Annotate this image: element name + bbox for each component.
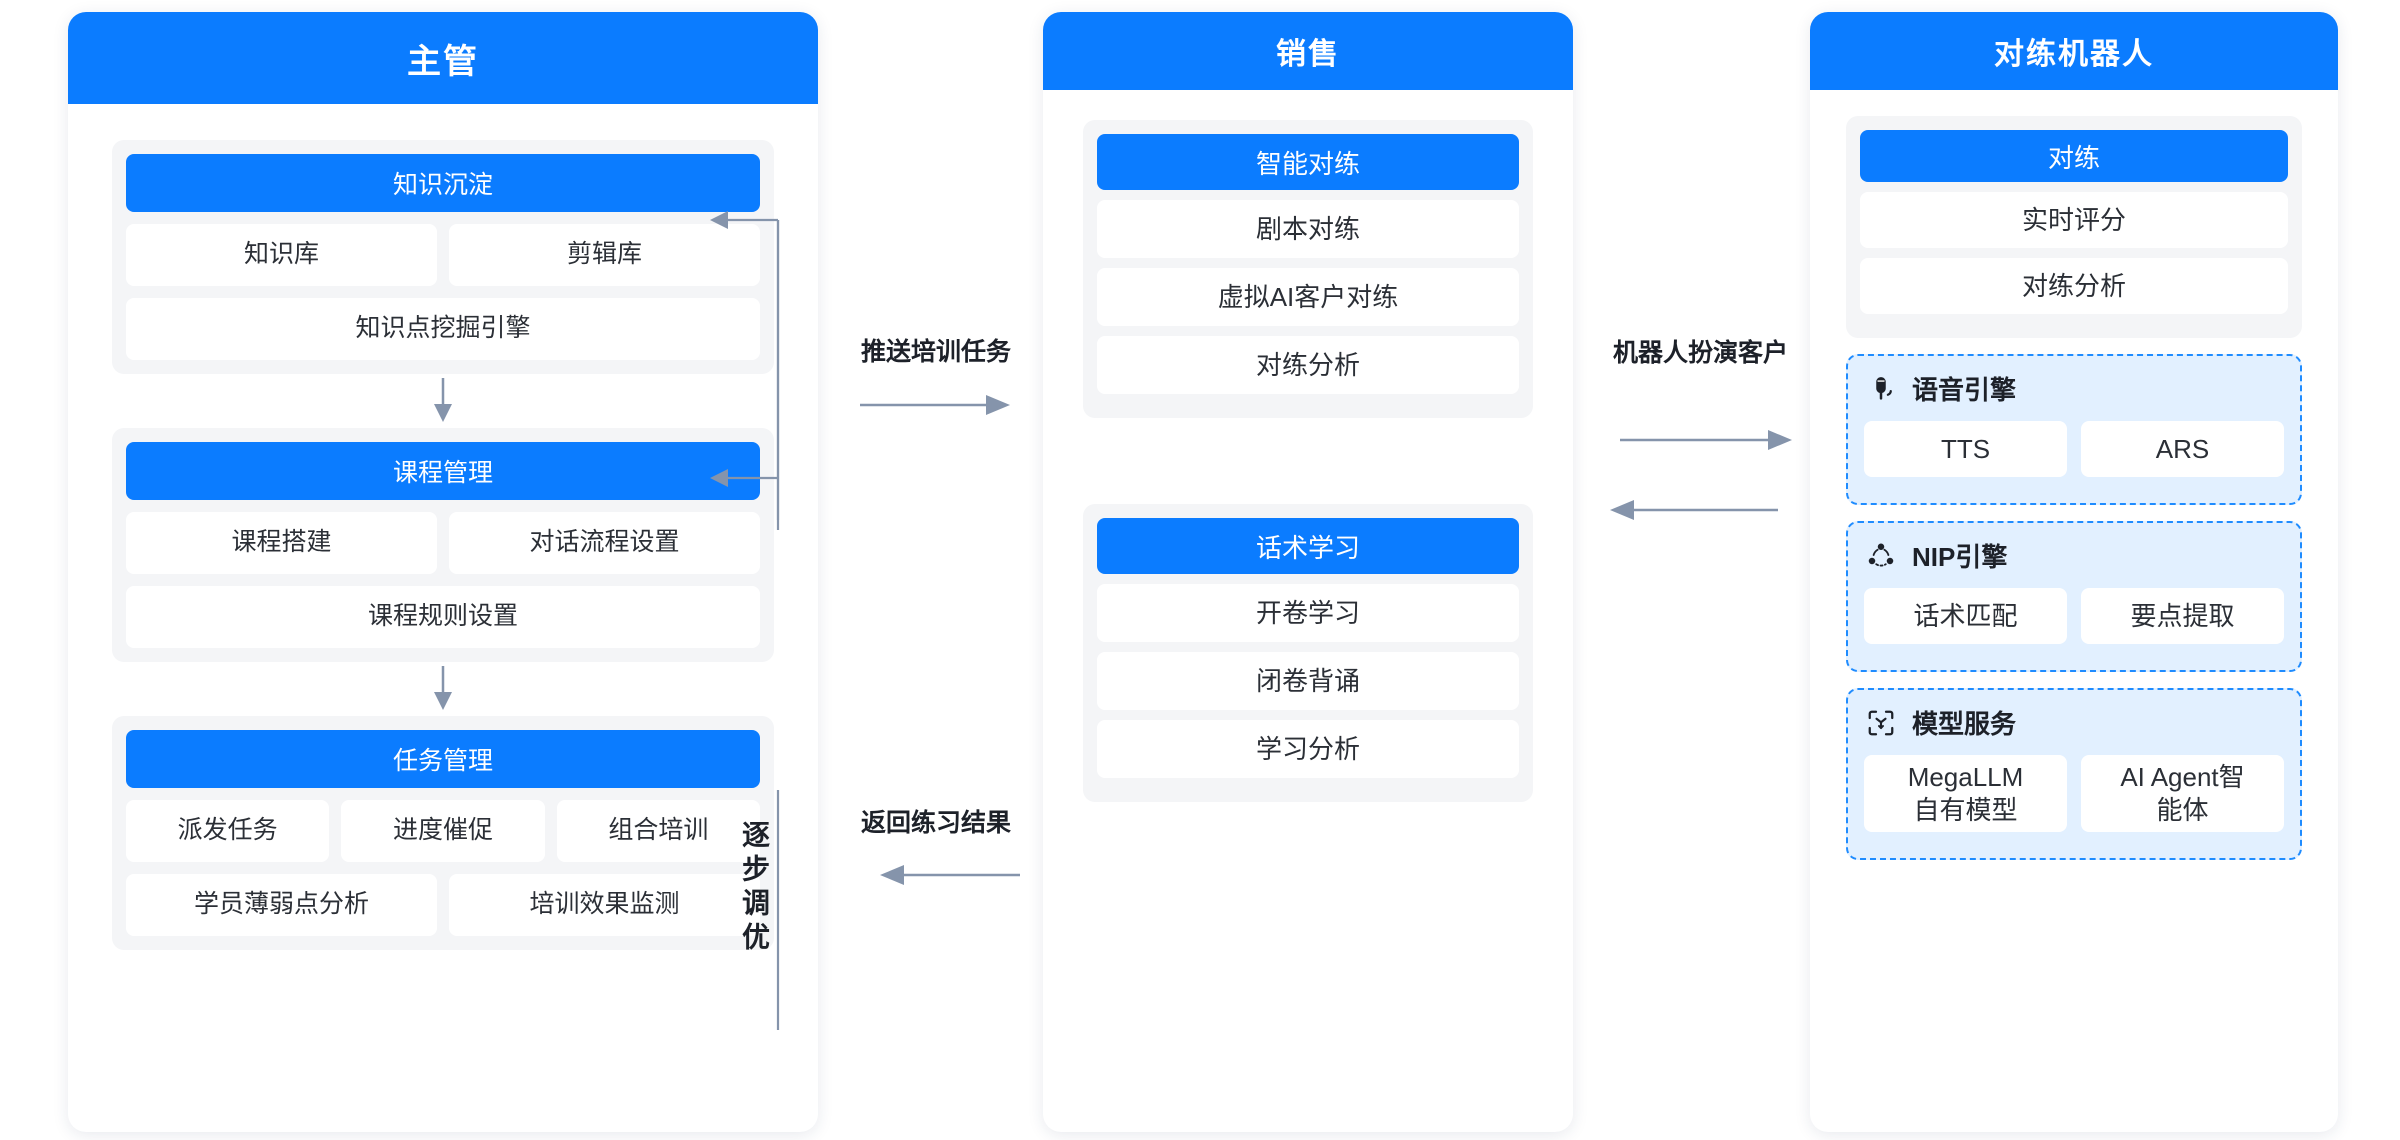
chip-course-rule-settings[interactable]: 课程规则设置	[126, 586, 760, 648]
engine-voice: 语音引擎 TTS ARS	[1846, 354, 2302, 505]
engine-nip-label: NIP引擎	[1912, 542, 2008, 572]
chip-clip-library[interactable]: 剪辑库	[449, 224, 760, 286]
chip-row: 开卷学习	[1097, 584, 1519, 642]
chip-trainee-weakness-analysis[interactable]: 学员薄弱点分析	[126, 874, 437, 936]
group-title-task-management[interactable]: 任务管理	[126, 730, 760, 788]
engine-nip-header: NIP引擎	[1864, 537, 2284, 574]
panel-supervisor-body: 知识沉淀 知识库 剪辑库 知识点挖掘引擎 课程管理 课程搭建	[68, 104, 818, 990]
chip-open-book-learning[interactable]: 开卷学习	[1097, 584, 1519, 642]
chip-row: 话术匹配 要点提取	[1864, 588, 2284, 644]
panel-sales-title: 销售	[1043, 12, 1573, 90]
panel-supervisor-title: 主管	[68, 12, 818, 104]
chip-roleplay-analysis[interactable]: 对练分析	[1860, 258, 2288, 314]
group-roleplay: 对练 实时评分 对练分析	[1846, 116, 2302, 338]
group-smart-roleplay: 智能对练 剧本对练 虚拟AI客户对练 对练分析	[1083, 120, 1533, 418]
group-title-script-learning[interactable]: 话术学习	[1097, 518, 1519, 574]
chip-combined-training[interactable]: 组合培训	[556, 800, 760, 862]
engine-model-service-header: 模型服务	[1864, 704, 2284, 741]
chip-training-effect-monitoring[interactable]: 培训效果监测	[449, 874, 760, 936]
group-title-knowledge-precipitation[interactable]: 知识沉淀	[126, 154, 760, 212]
chip-row: 知识点挖掘引擎	[126, 298, 760, 360]
group-task-management: 任务管理 派发任务 进度催促 组合培训 学员薄弱点分析 培训效果监测	[112, 716, 774, 950]
feedback-bracket	[710, 211, 780, 1030]
chip-ars[interactable]: ARS	[2081, 421, 2284, 477]
chip-row: 课程搭建 对话流程设置	[126, 512, 760, 574]
chip-dialog-flow-settings[interactable]: 对话流程设置	[449, 512, 760, 574]
chip-key-point-extraction[interactable]: 要点提取	[2081, 588, 2284, 644]
model-cube-icon	[1864, 706, 1898, 740]
chip-script-roleplay[interactable]: 剧本对练	[1097, 200, 1519, 258]
flow-arrow-down-2	[112, 662, 774, 716]
chip-row: 闭卷背诵	[1097, 652, 1519, 710]
panel-robot-body: 对练 实时评分 对练分析	[1810, 90, 2338, 886]
chip-row: 对练分析	[1097, 336, 1519, 394]
connector-label-push-training-task: 推送培训任务	[861, 338, 1012, 366]
chip-row: 剧本对练	[1097, 200, 1519, 258]
chip-row: 学习分析	[1097, 720, 1519, 778]
chip-realtime-scoring[interactable]: 实时评分	[1860, 192, 2288, 248]
panel-supervisor: 主管 知识沉淀 知识库 剪辑库 知识点挖掘引擎	[68, 12, 818, 1132]
spacer	[1083, 418, 1533, 504]
panel-sales-body: 智能对练 剧本对练 虚拟AI客户对练 对练分析 话术学习 开卷学习 闭卷背诵	[1043, 90, 1573, 832]
arrow-from-robot	[1610, 500, 1778, 520]
connector-label-step-tuning: 逐步调优	[739, 820, 770, 956]
group-knowledge-precipitation: 知识沉淀 知识库 剪辑库 知识点挖掘引擎	[112, 140, 774, 374]
arrow-to-robot	[1620, 430, 1792, 450]
chip-knowledge-mining-engine[interactable]: 知识点挖掘引擎	[126, 298, 760, 360]
chip-learning-analysis[interactable]: 学习分析	[1097, 720, 1519, 778]
arrow-push-training-task	[860, 395, 1010, 415]
group-course-management: 课程管理 课程搭建 对话流程设置 课程规则设置	[112, 428, 774, 662]
chip-progress-reminder[interactable]: 进度催促	[341, 800, 545, 862]
network-nodes-icon	[1864, 539, 1898, 573]
chip-roleplay-analysis[interactable]: 对练分析	[1097, 336, 1519, 394]
chip-row: TTS ARS	[1864, 421, 2284, 477]
chip-virtual-ai-customer-roleplay[interactable]: 虚拟AI客户对练	[1097, 268, 1519, 326]
chip-row: 知识库 剪辑库	[126, 224, 760, 286]
connector-label-robot-plays-customer: 机器人扮演客户	[1613, 339, 1789, 367]
microphone-icon	[1864, 372, 1898, 406]
chip-row: 课程规则设置	[126, 586, 760, 648]
chip-script-matching[interactable]: 话术匹配	[1864, 588, 2067, 644]
chip-closed-book-recitation[interactable]: 闭卷背诵	[1097, 652, 1519, 710]
group-script-learning: 话术学习 开卷学习 闭卷背诵 学习分析	[1083, 504, 1533, 802]
panel-robot-title: 对练机器人	[1810, 12, 2338, 90]
chip-course-building[interactable]: 课程搭建	[126, 512, 437, 574]
chip-dispatch-task[interactable]: 派发任务	[126, 800, 330, 862]
chip-ai-agent[interactable]: AI Agent智能体	[2081, 755, 2284, 832]
group-title-course-management[interactable]: 课程管理	[126, 442, 760, 500]
engine-voice-label: 语音引擎	[1912, 375, 2017, 405]
panel-sales: 销售 智能对练 剧本对练 虚拟AI客户对练 对练分析 话术学习 开卷学习	[1043, 12, 1573, 1132]
engine-model-service-label: 模型服务	[1912, 709, 2017, 739]
group-title-roleplay[interactable]: 对练	[1860, 130, 2288, 182]
engine-nip: NIP引擎 话术匹配 要点提取	[1846, 521, 2302, 672]
chip-row: 对练分析	[1860, 258, 2288, 314]
chip-row: 实时评分	[1860, 192, 2288, 248]
arrow-return-practice-result	[880, 865, 1020, 885]
panel-robot: 对练机器人 对练 实时评分 对练分析	[1810, 12, 2338, 1132]
chip-tts[interactable]: TTS	[1864, 421, 2067, 477]
connector-label-return-practice-result: 返回练习结果	[861, 809, 1012, 837]
chip-row: 学员薄弱点分析 培训效果监测	[126, 874, 760, 936]
group-title-smart-roleplay[interactable]: 智能对练	[1097, 134, 1519, 190]
chip-row: 虚拟AI客户对练	[1097, 268, 1519, 326]
engine-voice-header: 语音引擎	[1864, 370, 2284, 407]
flow-arrow-down-1	[112, 374, 774, 428]
chip-knowledge-base[interactable]: 知识库	[126, 224, 437, 286]
chip-row: 派发任务 进度催促 组合培训	[126, 800, 760, 862]
